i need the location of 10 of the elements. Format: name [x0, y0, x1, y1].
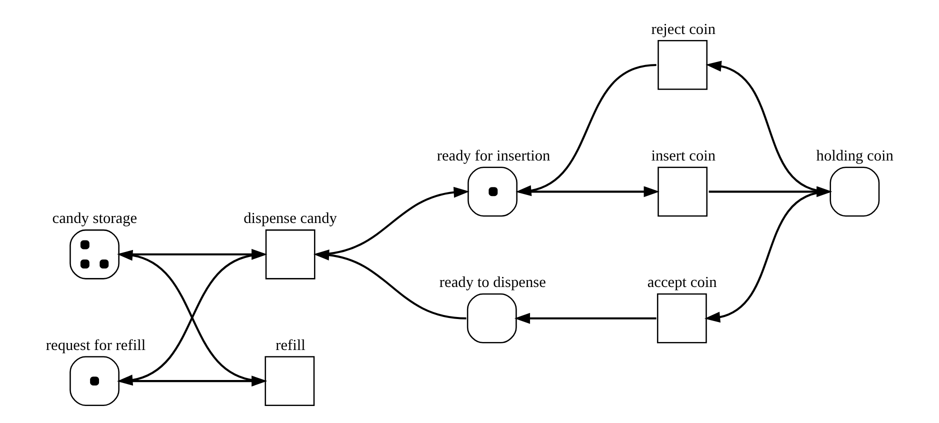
node-label: dispense candy — [244, 210, 337, 228]
node-label: ready to dispense — [439, 274, 546, 292]
node-label: reject coin — [651, 20, 716, 38]
node-label: request for refill — [46, 336, 146, 354]
node-label: holding coin — [816, 147, 894, 164]
node-label: candy storage — [52, 210, 138, 228]
node-label: refill — [276, 336, 306, 354]
node-label: insert coin — [651, 147, 716, 164]
node-label: ready for insertion — [436, 147, 550, 164]
node-label: accept coin — [647, 274, 717, 292]
